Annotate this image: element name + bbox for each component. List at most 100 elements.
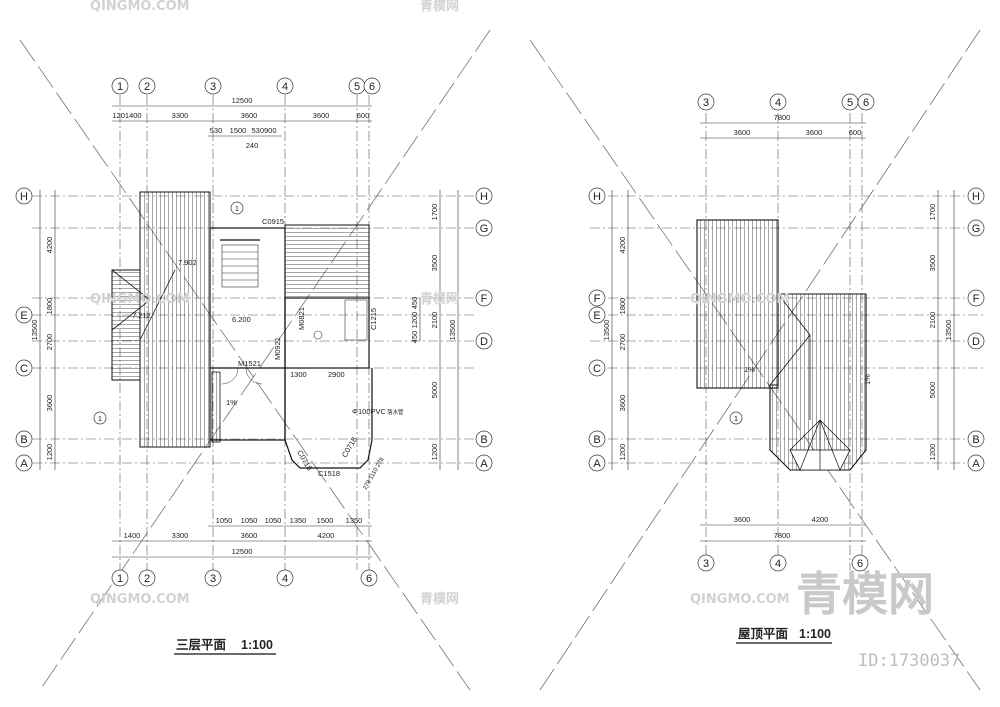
dim-seg: 1201400 <box>112 111 141 120</box>
dim-detail: 1200 <box>410 312 419 329</box>
dim-seg: 1700 <box>928 204 937 221</box>
window-tag: C1518 <box>318 469 340 478</box>
door-tag: M0821 <box>297 307 306 330</box>
dim-total: 12500 <box>232 547 253 556</box>
plan2-left-dimensions: 13500 4200 1800 2700 3600 1200 <box>602 190 629 470</box>
dim-label: 2900 <box>328 370 345 379</box>
pipe-tag: Φ100PVC <box>352 407 387 416</box>
plan2-horizontal-grid <box>590 195 985 464</box>
plan1-left-dimensions: 13500 4200 1800 2700 3600 1200 <box>30 190 56 470</box>
dim-seg: 1400 <box>124 531 141 540</box>
axis-bubble: E <box>20 310 27 322</box>
axis-bubble: F <box>973 293 980 305</box>
watermark-text: 青模网 <box>420 291 459 307</box>
dim-total: 12500 <box>232 96 253 105</box>
axis-bubble: G <box>972 223 981 235</box>
axis-bubble: D <box>480 336 488 348</box>
watermark-id: ID:1730037 <box>858 651 960 671</box>
plan2-right-dimensions: 1700 3500 2100 5000 1200 13500 <box>928 190 955 470</box>
plan1-right-dimensions: 1700 3500 2100 5000 1200 13500 450 1200 … <box>410 190 459 470</box>
axis-bubble: 2 <box>144 81 150 93</box>
plan2-title: 屋顶平面 1:100 <box>736 626 832 644</box>
dim-total: 13500 <box>30 320 39 341</box>
watermark-logo: 青模网 <box>796 567 934 621</box>
dim-seg: 3600 <box>618 395 627 412</box>
axis-bubble: 5 <box>354 81 360 93</box>
dim-seg: 600 <box>357 111 370 120</box>
axis-bubble: B <box>593 434 600 446</box>
plan-title: 屋顶平面 <box>738 626 789 641</box>
watermark-text: QINGMO.COM <box>90 592 190 607</box>
dim-detail: 1350 <box>346 516 363 525</box>
watermark-text: QINGMO.COM <box>90 0 190 14</box>
axis-bubble: 5 <box>847 97 853 109</box>
watermark-text: QINGMO.COM <box>690 592 790 607</box>
dim-seg: 1200 <box>618 444 627 461</box>
axis-bubble: H <box>20 191 28 203</box>
dim-detail: 240 <box>246 141 259 150</box>
dim-seg: 1200 <box>430 444 439 461</box>
dim-seg: 3600 <box>241 531 258 540</box>
dim-total: 7800 <box>774 113 791 122</box>
axis-bubble: A <box>20 458 28 470</box>
axis-bubble: 4 <box>775 97 781 109</box>
axis-bubble: H <box>593 191 601 203</box>
dim-seg: 1700 <box>430 204 439 221</box>
dim-seg: 3600 <box>45 395 54 412</box>
plan1-bottom-dimensions: 1050 1050 1050 1350 1500 1350 1400 3300 … <box>112 516 372 558</box>
section-mark: 1 <box>98 414 102 423</box>
watermark-text: QINGMO.COM <box>690 292 790 307</box>
dim-seg: 3600 <box>313 111 330 120</box>
dim-seg: 1800 <box>618 298 627 315</box>
plan2-top-axis-bubbles: 3 4 5 6 <box>697 93 875 111</box>
dim-seg: 4200 <box>45 237 54 254</box>
roof-plan: 3 4 5 6 7800 3600 3600 600 H F E C B A H… <box>588 93 985 644</box>
plan2-top-dimensions: 7800 3600 3600 600 <box>700 113 866 139</box>
dim-detail: 530 <box>210 126 223 135</box>
dim-seg: 3300 <box>172 531 189 540</box>
pipe-note: 落水管 <box>387 408 404 416</box>
axis-bubble: 4 <box>775 558 781 570</box>
plan2-bottom-dimensions: 3600 4200 7800 <box>700 515 866 542</box>
axis-bubble: 6 <box>369 81 375 93</box>
axis-bubble: C <box>593 363 601 375</box>
axis-bubble: B <box>972 434 979 446</box>
slope-tag: 1% <box>744 365 755 374</box>
section-mark: 1 <box>235 204 239 213</box>
plan1-roof-hatching <box>111 191 370 448</box>
dim-seg: 3300 <box>172 111 189 120</box>
dim-detail: 1500 <box>317 516 334 525</box>
axis-bubble: A <box>593 458 601 470</box>
plan2-left-axis-bubbles: H F E C B A <box>588 187 606 472</box>
axis-bubble: 3 <box>210 573 216 585</box>
plan1-title: 三层平面 1:100 <box>174 638 276 655</box>
dim-total: 13500 <box>602 320 611 341</box>
axis-bubble: 4 <box>282 81 288 93</box>
axis-bubble: 3 <box>703 558 709 570</box>
axis-bubble: B <box>480 434 487 446</box>
dim-total: 7800 <box>774 531 791 540</box>
window-tag: C0915 <box>262 217 284 226</box>
axis-bubble: 3 <box>210 81 216 93</box>
dim-seg: 2700 <box>618 334 627 351</box>
plan-scale: 1:100 <box>241 638 273 652</box>
axis-bubble: 6 <box>863 97 869 109</box>
dim-seg: 2700 <box>45 334 54 351</box>
door-tag: M1521 <box>238 359 261 368</box>
dim-total: 13500 <box>448 320 457 341</box>
level-mark: 7.212 <box>132 311 151 320</box>
section-mark: 1 <box>734 414 738 423</box>
window-tag: C1215 <box>369 308 378 330</box>
plan1-top-dimensions: 12500 1201400 3300 3600 3600 600 530 150… <box>112 96 372 150</box>
axis-bubble: 1 <box>117 573 123 585</box>
dim-detail: 1050 <box>241 516 258 525</box>
watermark-text: QINGMO.COM <box>90 292 190 307</box>
axis-bubble: C <box>20 363 28 375</box>
axis-bubble: H <box>480 191 488 203</box>
dim-seg: 3600 <box>734 515 751 524</box>
dim-seg: 3500 <box>928 255 937 272</box>
axis-bubble: A <box>972 458 980 470</box>
plan1-left-axis-bubbles: H E C B A <box>15 187 33 472</box>
dim-label: 1300 <box>290 370 307 379</box>
